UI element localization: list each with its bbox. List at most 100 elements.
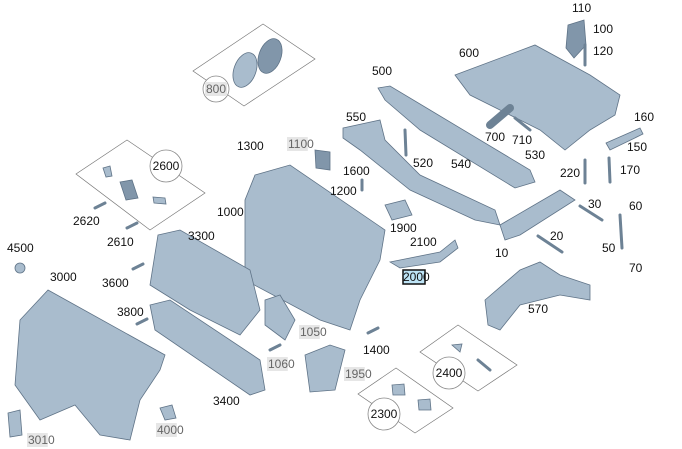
part-1950-duct[interactable] xyxy=(304,344,346,393)
part-3600-bolt[interactable] xyxy=(131,262,145,271)
part-710-bolt[interactable] xyxy=(513,116,532,132)
label-highlight xyxy=(299,325,320,339)
part-10-rail[interactable] xyxy=(499,189,576,241)
callout-label-4000[interactable]: 4000 xyxy=(157,423,184,437)
part-20-bolt[interactable] xyxy=(536,234,564,254)
callout-label-1200[interactable]: 1200 xyxy=(330,184,357,198)
part-2400-clip[interactable] xyxy=(451,343,463,353)
callout-label-20[interactable]: 20 xyxy=(550,229,564,243)
callout-label-3300[interactable]: 3300 xyxy=(188,229,215,243)
label-highlight xyxy=(156,423,177,437)
callout-label-3010[interactable]: 3010 xyxy=(28,433,55,447)
callout-label-520[interactable]: 520 xyxy=(413,156,433,170)
callout-label-550[interactable]: 550 xyxy=(346,110,366,124)
group-frame-2300 xyxy=(357,367,454,434)
callout-label-1050[interactable]: 1050 xyxy=(300,325,327,339)
part-2300-clip-a[interactable] xyxy=(391,383,406,396)
group-frame-800 xyxy=(192,23,316,107)
callout-label-30[interactable]: 30 xyxy=(588,197,602,211)
callout-label-220[interactable]: 220 xyxy=(560,166,580,180)
callout-label-2610[interactable]: 2610 xyxy=(107,235,134,249)
callout-label-2100[interactable]: 2100 xyxy=(410,235,437,249)
callout-label-1400[interactable]: 1400 xyxy=(363,343,390,357)
callout-label-60[interactable]: 60 xyxy=(629,199,643,213)
part-100-bracket[interactable] xyxy=(565,19,587,59)
part-30-bolt[interactable] xyxy=(578,204,604,222)
callout-label-170[interactable]: 170 xyxy=(620,163,640,177)
part-3000-front-panel[interactable] xyxy=(14,289,166,441)
group-circle-2300[interactable]: 2300 xyxy=(367,397,401,431)
part-1050-bracket[interactable] xyxy=(264,294,296,341)
label-highlight xyxy=(287,137,308,151)
callout-label-500[interactable]: 500 xyxy=(372,64,392,78)
part-3010-bracket[interactable] xyxy=(7,409,23,438)
part-500-member[interactable] xyxy=(377,85,536,189)
part-1900-bracket[interactable] xyxy=(384,199,413,221)
callout-label-1100[interactable]: 1100 xyxy=(288,137,314,151)
part-3800-bolt[interactable] xyxy=(135,317,149,326)
part-2300-clip-b[interactable] xyxy=(417,398,432,411)
callout-label-3400[interactable]: 3400 xyxy=(213,394,240,408)
callout-label-3800[interactable]: 3800 xyxy=(117,305,144,319)
part-4000-sensor[interactable] xyxy=(159,404,177,421)
callout-label-540[interactable]: 540 xyxy=(451,157,471,171)
part-3400-air-duct[interactable] xyxy=(149,299,266,396)
callout-label-1900[interactable]: 1900 xyxy=(390,221,417,235)
group-label-2300[interactable]: 2300 xyxy=(371,407,398,421)
callout-label-3000[interactable]: 3000 xyxy=(50,270,77,284)
callout-label-1000[interactable]: 1000 xyxy=(217,205,244,219)
callout-label-1060[interactable]: 1060 xyxy=(268,357,295,371)
part-1000-carrier[interactable] xyxy=(244,164,386,331)
part-1100-motor[interactable] xyxy=(314,149,331,171)
callout-label-1300[interactable]: 1300 xyxy=(237,139,264,153)
part-2600-clip[interactable] xyxy=(102,165,113,178)
part-1400-bolt[interactable] xyxy=(366,326,380,335)
callout-label-600[interactable]: 600 xyxy=(459,46,479,60)
callout-label-570[interactable]: 570 xyxy=(528,302,548,316)
part-50-rod[interactable] xyxy=(618,213,624,250)
part-emblem-rear[interactable] xyxy=(254,35,287,76)
part-emblem-front[interactable] xyxy=(229,49,262,90)
callout-label-120[interactable]: 120 xyxy=(593,44,613,58)
callout-label-4500[interactable]: 4500 xyxy=(7,241,34,255)
callout-label-700[interactable]: 700 xyxy=(485,130,505,144)
callout-label-70[interactable]: 70 xyxy=(629,261,643,275)
callout-label[interactable]: 2000 xyxy=(403,270,430,284)
part-150-link[interactable] xyxy=(605,127,644,151)
callout-label-100[interactable]: 100 xyxy=(593,22,613,36)
callout-label-1600[interactable]: 1600 xyxy=(343,164,370,178)
part-2000-bracket[interactable] xyxy=(388,239,459,269)
part-3300-air-duct[interactable] xyxy=(149,229,261,336)
part-2400-pin[interactable] xyxy=(476,358,492,372)
part-1060-bolt[interactable] xyxy=(268,343,282,352)
part-570-rail[interactable] xyxy=(484,261,591,331)
part-170-bolt[interactable] xyxy=(607,156,612,184)
group-circle-800[interactable]: 800 xyxy=(202,75,230,103)
callout-label-530[interactable]: 530 xyxy=(525,148,545,162)
selected-callout-2000[interactable]: 2000 xyxy=(402,269,430,285)
callout-label-110[interactable]: 110 xyxy=(572,1,591,15)
group-circle-2400[interactable]: 2400 xyxy=(432,356,466,390)
label-highlight xyxy=(27,433,48,447)
part-4500-cap[interactable] xyxy=(14,262,26,274)
part-600-subframe[interactable] xyxy=(454,44,621,151)
part-2610-bolt[interactable] xyxy=(125,221,139,230)
group-label-2400[interactable]: 2400 xyxy=(436,366,463,380)
part-700-mount[interactable] xyxy=(486,104,514,129)
callout-label-150[interactable]: 150 xyxy=(627,140,647,154)
group-circle-2600[interactable]: 2600 xyxy=(149,149,183,183)
label-highlight xyxy=(344,367,365,381)
callout-label-160[interactable]: 160 xyxy=(634,110,654,124)
callout-label-710[interactable]: 710 xyxy=(512,133,532,147)
callout-label-10[interactable]: 10 xyxy=(495,246,509,260)
callout-label-2620[interactable]: 2620 xyxy=(73,214,100,228)
group-label-2600[interactable]: 2600 xyxy=(153,159,180,173)
callout-label-50[interactable]: 50 xyxy=(602,241,616,255)
part-520-bolt[interactable] xyxy=(403,128,408,157)
part-2620-bolt[interactable] xyxy=(93,201,107,210)
callout-label-3600[interactable]: 3600 xyxy=(102,276,129,290)
part-2600-tab[interactable] xyxy=(152,196,167,205)
part-2600-bracket[interactable] xyxy=(119,179,139,201)
callout-label-1950[interactable]: 1950 xyxy=(345,367,372,381)
group-label-800[interactable]: 800 xyxy=(206,82,226,96)
